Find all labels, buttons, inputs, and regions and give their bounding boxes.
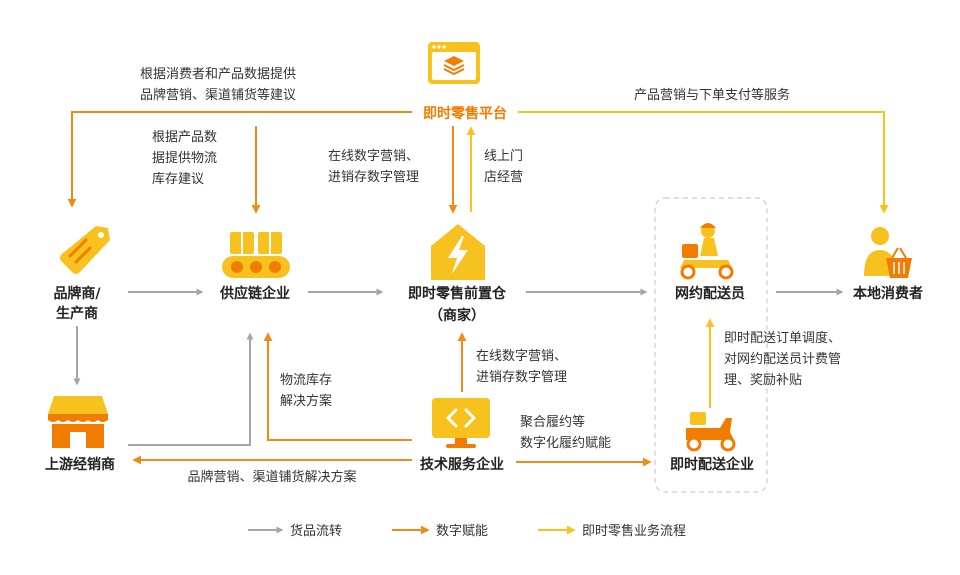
edge-label-tech-delivery-2: 数字化履约赋能 bbox=[520, 436, 611, 451]
supply-label: 供应链企业 bbox=[219, 285, 290, 302]
edge-label-tech-warehouse-2: 进销存数字管理 bbox=[476, 370, 567, 385]
edge-label-warehouse-platform-2: 店经营 bbox=[484, 170, 523, 185]
edge-label-platform-brand-1: 根据消费者和产品数据提供 bbox=[140, 66, 296, 82]
edge-label-platform-supply-3: 库存建议 bbox=[152, 171, 204, 187]
conveyor-boxes-icon bbox=[222, 232, 290, 278]
brand-label-line-1: 品牌商/ bbox=[53, 285, 101, 302]
platform-label: 即时零售平台 bbox=[423, 105, 507, 122]
upstream-label: 上游经销商 bbox=[45, 456, 115, 473]
legend: 货品流转 数字赋能 即时零售业务流程 bbox=[248, 523, 686, 539]
edge-label-platform-warehouse-2: 进销存数字管理 bbox=[328, 170, 419, 185]
edge-label-delivery-courier-1: 即时配送订单调度、 bbox=[724, 330, 841, 346]
edge-label-tech-warehouse-1: 在线数字营销、 bbox=[476, 349, 567, 364]
tech-label: 技术服务企业 bbox=[420, 456, 504, 473]
warehouse-label-line-1: 即时零售前置仓 bbox=[408, 285, 507, 302]
scooter-icon bbox=[686, 412, 736, 452]
consumer-label: 本地消费者 bbox=[853, 285, 923, 302]
code-monitor-icon bbox=[432, 398, 490, 448]
legend-label-retail: 即时零售业务流程 bbox=[582, 523, 686, 539]
edge-label-tech-supply-2: 解决方案 bbox=[280, 393, 332, 409]
browser-window-layers-icon bbox=[428, 42, 480, 84]
delivery-rider-icon bbox=[680, 223, 734, 280]
edge-upstream-to-supply bbox=[128, 332, 254, 446]
storefront-icon bbox=[48, 396, 108, 448]
edge-label-platform-supply-1: 根据产品数 bbox=[152, 130, 217, 145]
shopper-basket-icon bbox=[864, 227, 912, 278]
house-lightning-icon bbox=[431, 224, 485, 280]
courier-label: 网约配送员 bbox=[675, 285, 745, 302]
courier-delivery-group bbox=[654, 197, 768, 493]
edge-label-tech-upstream: 品牌营销、渠道铺货解决方案 bbox=[187, 469, 356, 485]
edge-platform-to-brand bbox=[67, 111, 412, 208]
price-tag-icon bbox=[60, 226, 110, 274]
edge-label-delivery-courier-3: 理、奖励补贴 bbox=[724, 373, 802, 388]
edge-label-tech-supply-1: 物流库存 bbox=[280, 372, 332, 388]
edge-label-warehouse-platform-1: 线上门 bbox=[484, 149, 523, 164]
edge-label-platform-warehouse-1: 在线数字营销、 bbox=[328, 149, 419, 164]
edge-label-tech-delivery-1: 聚合履约等 bbox=[520, 414, 585, 430]
delivery-label: 即时配送企业 bbox=[670, 456, 754, 473]
edge-label-platform-brand-2: 品牌营销、渠道铺货等建议 bbox=[140, 87, 296, 103]
warehouse-label-line-2: （商家） bbox=[429, 307, 485, 324]
edge-platform-to-consumer bbox=[518, 111, 889, 214]
brand-label-line-2: 生产商 bbox=[56, 305, 98, 322]
edge-label-platform-consumer: 产品营销与下单支付等服务 bbox=[634, 87, 790, 103]
legend-label-digital: 数字赋能 bbox=[436, 524, 488, 539]
edge-label-platform-supply-2: 据提供物流 bbox=[152, 150, 217, 166]
edge-tech-to-supply bbox=[263, 332, 412, 441]
legend-label-goods: 货品流转 bbox=[290, 523, 342, 539]
edge-label-delivery-courier-2: 对网约配送员计费管 bbox=[724, 352, 841, 367]
